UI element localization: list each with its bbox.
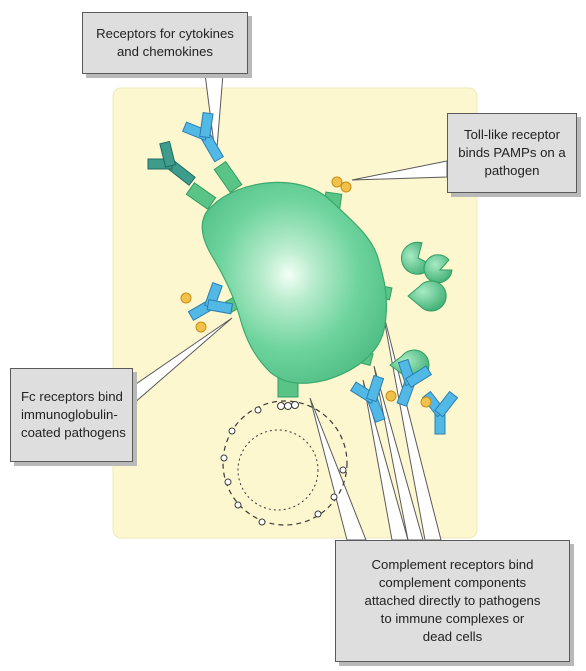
- pointer-fc: [132, 317, 233, 406]
- fc-antibody-icon: [180, 281, 234, 333]
- complement-component-icon: [423, 254, 453, 284]
- teal-receptor-stalk: [185, 182, 217, 210]
- chemokine-receptor-icon: [147, 140, 196, 186]
- callout-cytokine-text: Receptors for cytokines and chemokines: [96, 26, 234, 59]
- callout-fc-text: Fc receptors bind immunoglobulin- coated…: [21, 389, 126, 440]
- callout-complement-text: Complement receptors bind complement com…: [364, 557, 541, 644]
- cytokine-receptor-stalk: [213, 160, 243, 194]
- macrophage-cell-body: [201, 181, 388, 384]
- pamp-icon: [331, 176, 352, 193]
- dead-cell: [220, 400, 348, 526]
- immune-complex-icon: [350, 358, 459, 435]
- complement-component-icon: [407, 280, 447, 312]
- dead-cell-nucleus: [237, 429, 319, 511]
- callout-complement-receptors: Complement receptors bind complement com…: [335, 540, 570, 662]
- callout-fc-receptors: Fc receptors bind immunoglobulin- coated…: [10, 368, 133, 462]
- cytokine-receptor-icon: [182, 111, 225, 163]
- callout-toll-text: Toll-like receptor binds PAMPs on a path…: [458, 127, 566, 178]
- callout-cytokine-receptors: Receptors for cytokines and chemokines: [82, 12, 248, 74]
- dead-cell-membrane: [222, 400, 348, 526]
- callout-toll-like-receptor: Toll-like receptor binds PAMPs on a path…: [447, 113, 577, 193]
